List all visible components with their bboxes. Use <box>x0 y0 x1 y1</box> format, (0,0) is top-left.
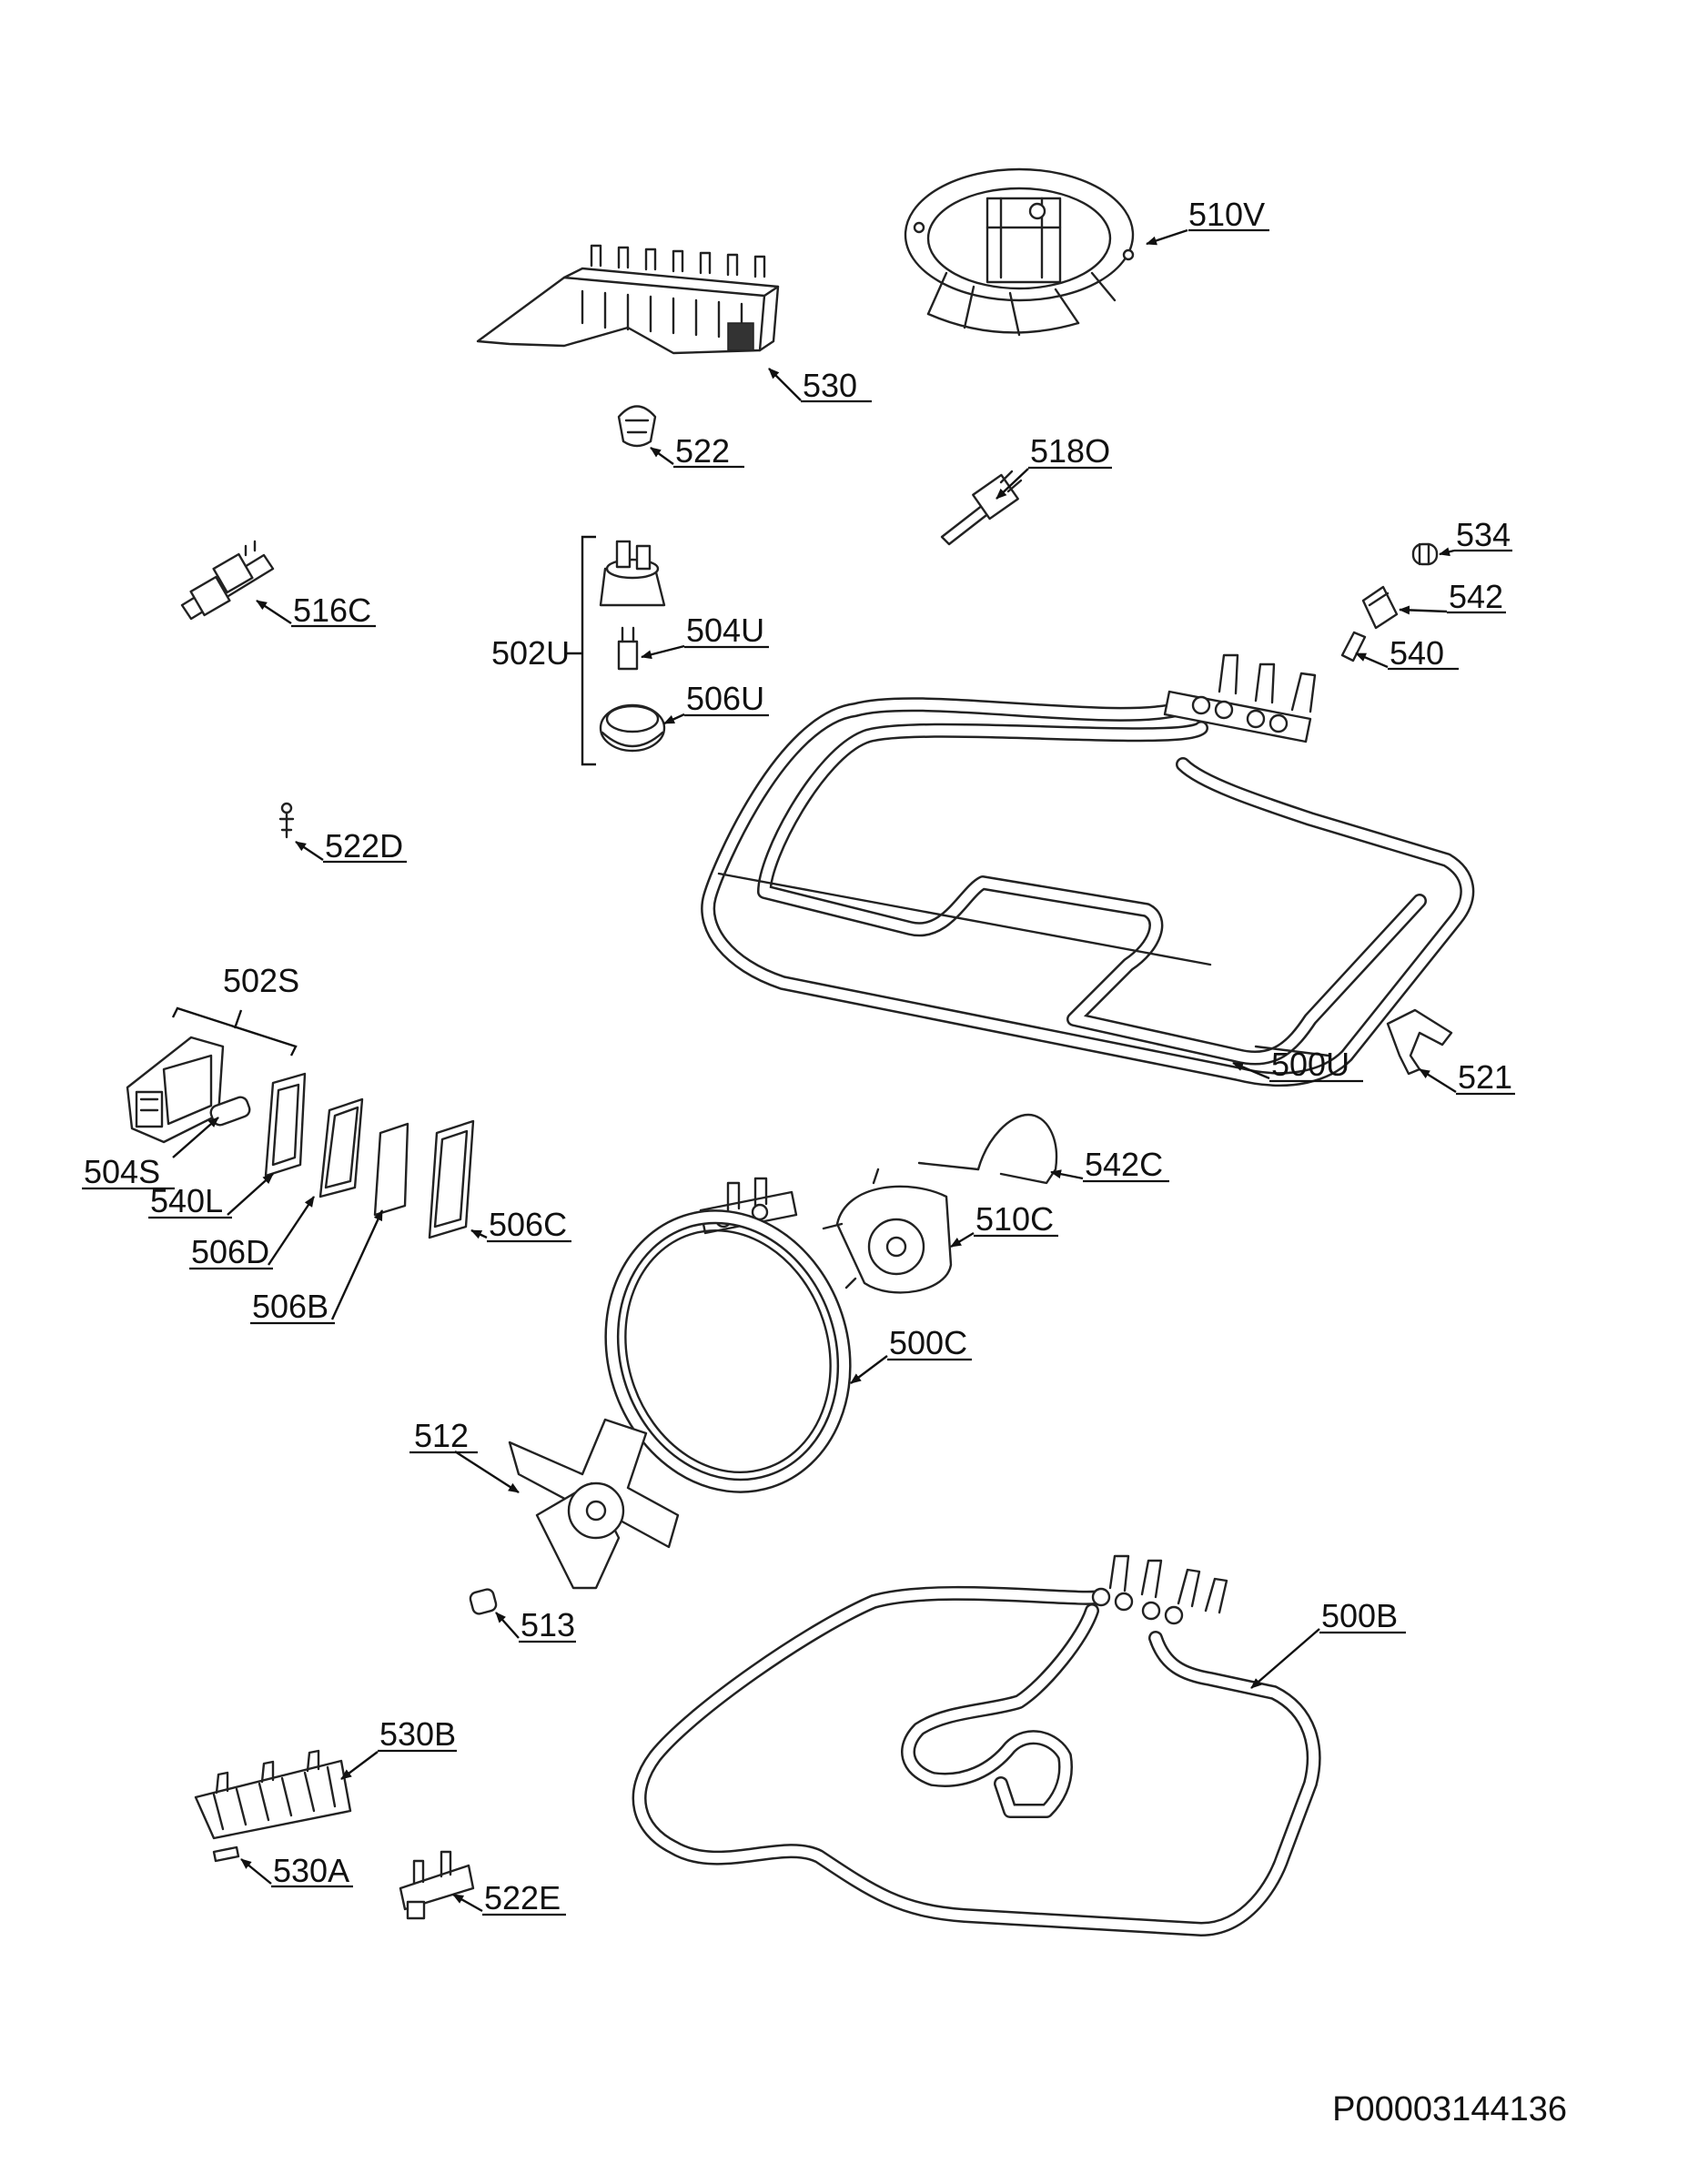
label-540L: 540L <box>148 1182 232 1219</box>
svg-text:534: 534 <box>1456 516 1511 553</box>
part-518O-temperature-sensor <box>940 470 1023 546</box>
label-522D: 522D <box>323 827 407 864</box>
svg-text:530B: 530B <box>379 1715 456 1753</box>
diagram-code: P00003144136 <box>1332 2090 1567 2128</box>
svg-text:506C: 506C <box>489 1206 567 1243</box>
part-534-lamp-bulb <box>1411 542 1439 566</box>
svg-text:500C: 500C <box>889 1324 967 1361</box>
svg-text:521: 521 <box>1458 1058 1512 1096</box>
part-506U-knob-cap <box>599 703 666 753</box>
svg-text:510C: 510C <box>975 1200 1054 1238</box>
part-516C-filter-board <box>180 540 275 621</box>
svg-text:510V: 510V <box>1188 196 1265 233</box>
part-506B-glass <box>318 1097 364 1198</box>
svg-text:502U: 502U <box>491 634 570 672</box>
part-506D-gasket <box>264 1072 307 1178</box>
part-522D-pin <box>278 802 295 839</box>
label-530: 530 <box>801 367 872 404</box>
part-506B-plate <box>373 1122 409 1217</box>
label-504S: 504S <box>82 1153 175 1190</box>
label-500U: 500U <box>1269 1046 1363 1083</box>
svg-text:500B: 500B <box>1321 1597 1398 1634</box>
svg-text:512: 512 <box>414 1417 469 1454</box>
part-504S-lamp-housing <box>126 1036 225 1144</box>
label-530A: 530A <box>271 1852 353 1889</box>
part-506C-frame <box>428 1119 475 1239</box>
svg-text:502S: 502S <box>223 962 299 999</box>
label-518O: 518O <box>1028 432 1112 470</box>
part-530-terminal-block <box>476 244 780 355</box>
svg-text:530A: 530A <box>273 1852 349 1889</box>
label-510V: 510V <box>1188 196 1269 233</box>
svg-text:522: 522 <box>675 432 730 470</box>
part-510V-cooling-fan <box>904 167 1135 337</box>
part-500U-grill-element <box>701 653 1475 1087</box>
part-500B-bottom-element <box>632 1554 1321 1936</box>
label-502S: 502S <box>223 962 299 999</box>
part-502U-knob <box>599 540 666 607</box>
part-510C-fan-motor <box>822 1168 953 1294</box>
label-521: 521 <box>1456 1058 1515 1096</box>
leader-lines <box>172 228 1457 1913</box>
label-542C: 542C <box>1083 1146 1169 1183</box>
part-542-lamp-cover <box>1361 585 1399 630</box>
label-516C: 516C <box>291 592 376 629</box>
part-521-bracket <box>1386 1008 1453 1076</box>
svg-text:513: 513 <box>521 1606 575 1643</box>
label-522E: 522E <box>482 1879 566 1916</box>
label-506C: 506C <box>487 1206 571 1243</box>
part-542C-clip <box>917 1113 1058 1185</box>
part-502S-bracket <box>171 1006 298 1057</box>
svg-text:516C: 516C <box>293 592 371 629</box>
svg-text:P00003144136: P00003144136 <box>1332 2090 1567 2128</box>
label-542: 542 <box>1447 578 1506 615</box>
svg-text:504S: 504S <box>84 1153 160 1190</box>
svg-text:506B: 506B <box>252 1288 328 1325</box>
label-506B: 506B <box>250 1288 335 1325</box>
part-504U-switch-pin <box>617 626 639 671</box>
part-522E-switch <box>399 1850 475 1920</box>
svg-text:518O: 518O <box>1030 432 1110 470</box>
svg-text:522D: 522D <box>325 827 403 864</box>
part-512-fan-blade <box>508 1418 680 1590</box>
label-512: 512 <box>409 1417 478 1454</box>
part-513-nut <box>469 1588 498 1615</box>
label-510C: 510C <box>974 1200 1058 1238</box>
label-504U: 504U <box>684 612 769 649</box>
label-500B: 500B <box>1319 1597 1406 1634</box>
label-513: 513 <box>519 1606 576 1643</box>
part-540-lamp-holder <box>1340 631 1367 662</box>
svg-text:504U: 504U <box>686 612 764 649</box>
svg-text:522E: 522E <box>484 1879 561 1916</box>
label-540: 540 <box>1388 634 1459 672</box>
svg-text:542C: 542C <box>1085 1146 1163 1183</box>
svg-text:542: 542 <box>1449 578 1503 615</box>
svg-text:506D: 506D <box>191 1233 269 1270</box>
label-534: 534 <box>1454 516 1512 553</box>
part-502U-bracket <box>564 535 596 766</box>
svg-text:540L: 540L <box>150 1182 223 1219</box>
svg-text:530: 530 <box>803 367 857 404</box>
label-500C: 500C <box>887 1324 972 1361</box>
part-530A-clip <box>212 1845 240 1863</box>
label-506U: 506U <box>684 680 769 717</box>
svg-text:506U: 506U <box>686 680 764 717</box>
svg-text:540: 540 <box>1390 634 1444 672</box>
part-500C-circular-element <box>604 1177 852 1493</box>
part-530B-terminal-block <box>194 1749 352 1840</box>
label-506D: 506D <box>189 1233 273 1270</box>
label-502U: 502U <box>491 634 570 672</box>
part-522-clip <box>617 405 657 448</box>
label-522: 522 <box>673 432 744 470</box>
label-530B: 530B <box>378 1715 457 1753</box>
svg-text:500U: 500U <box>1271 1046 1349 1083</box>
